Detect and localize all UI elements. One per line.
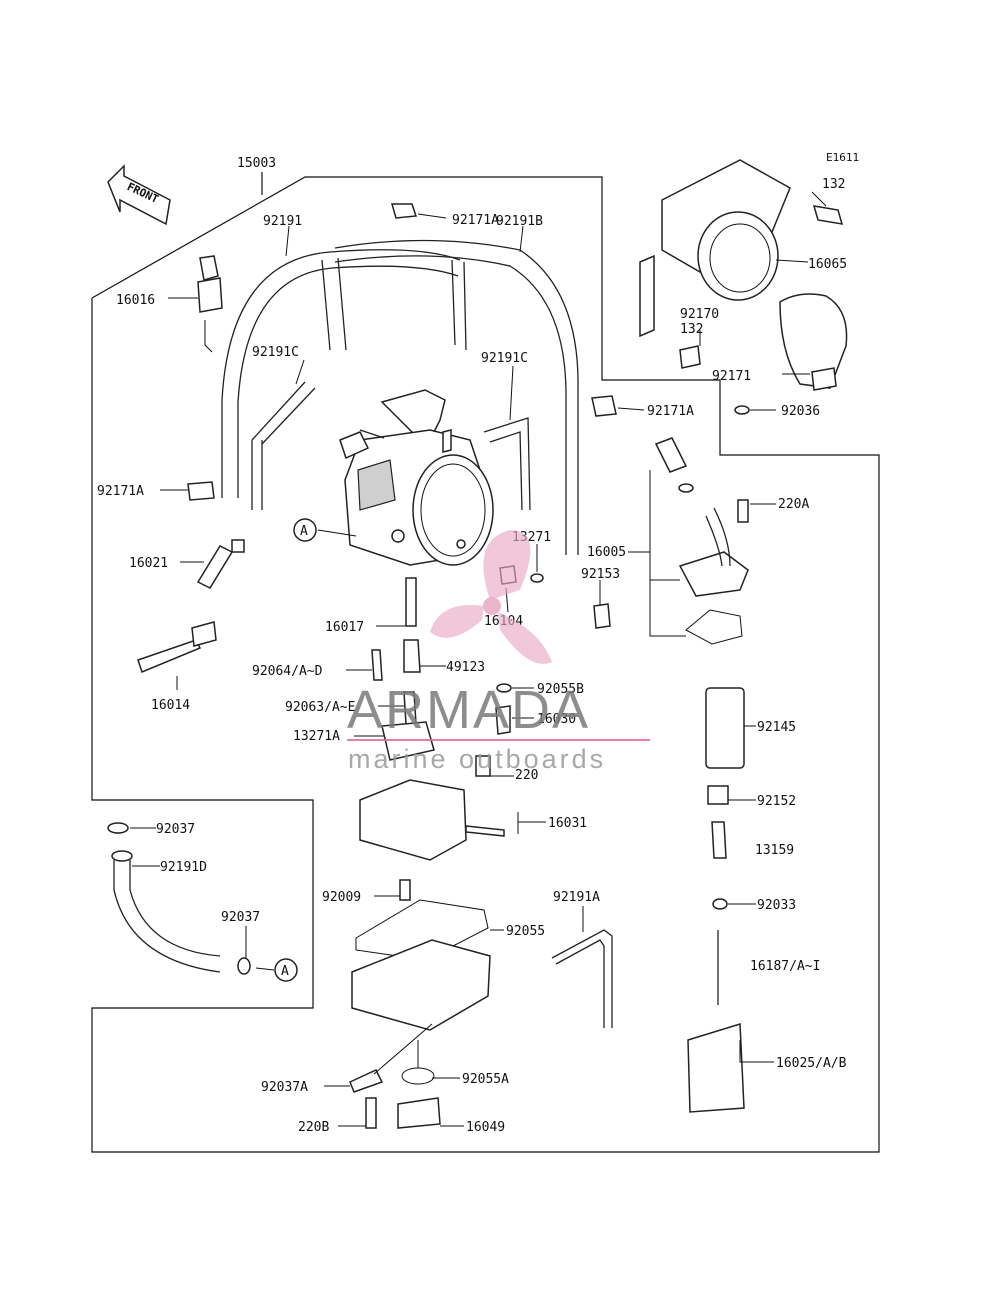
label-16005: 16005 <box>587 545 626 560</box>
label-92191C-right: 92191C <box>481 351 528 366</box>
watermark: ARMADA marine outboards <box>347 530 650 774</box>
label-220B: 220B <box>298 1120 329 1135</box>
propeller-logo-icon <box>430 530 552 664</box>
label-92037-b: 92037 <box>221 910 260 925</box>
svg-text:A: A <box>281 964 289 979</box>
label-92055: 92055 <box>506 924 545 939</box>
label-16014: 16014 <box>151 698 190 713</box>
label-92037-a: 92037 <box>156 822 195 837</box>
label-92191B: 92191B <box>496 214 543 229</box>
front-arrow-icon: FRONT <box>107 164 171 226</box>
label-13271A: 13271A <box>293 729 340 744</box>
label-92191D: 92191D <box>160 860 207 875</box>
label-16016: 16016 <box>116 293 155 308</box>
label-49123: 49123 <box>446 660 485 675</box>
label-92055B: 92055B <box>537 682 584 697</box>
watermark-tagline: marine outboards <box>348 744 606 774</box>
label-16031: 16031 <box>548 816 587 831</box>
label-16030: 16030 <box>537 712 576 727</box>
label-92171: 92171 <box>712 369 751 384</box>
carburetor-body <box>339 389 494 566</box>
label-92037A: 92037A <box>261 1080 308 1095</box>
label-132-mid: 132 <box>680 322 703 337</box>
svg-text:A: A <box>300 524 308 539</box>
label-16049: 16049 <box>466 1120 505 1135</box>
label-92171A-mid: 92171A <box>647 404 694 419</box>
label-92171A-left: 92171A <box>97 484 144 499</box>
part-labels: E1611 15003 92171A 92191 92191B 132 1606… <box>97 151 859 1135</box>
label-92171A-top: 92171A <box>452 213 499 228</box>
label-16187: 16187/A~I <box>750 959 820 974</box>
part-16016 <box>197 255 223 353</box>
frame-lines <box>91 172 880 1153</box>
label-92145: 92145 <box>757 720 796 735</box>
label-220: 220 <box>515 768 538 783</box>
label-92063: 92063/A~E <box>285 700 355 715</box>
label-92191A: 92191A <box>553 890 600 905</box>
label-92152: 92152 <box>757 794 796 809</box>
label-92170: 92170 <box>680 307 719 322</box>
diagram-code: E1611 <box>826 151 859 164</box>
label-132-top: 132 <box>822 177 845 192</box>
label-92064: 92064/A~D <box>252 664 323 679</box>
watermark-brand: ARMADA <box>347 680 590 740</box>
label-16065: 16065 <box>808 257 847 272</box>
clip-92171A-top <box>391 203 418 219</box>
label-92055A: 92055A <box>462 1072 509 1087</box>
clip-92171A-left <box>187 481 215 501</box>
label-220A: 220A <box>778 497 809 512</box>
label-92036: 92036 <box>781 404 820 419</box>
label-16025: 16025/A/B <box>776 1056 847 1071</box>
label-92009: 92009 <box>322 890 361 905</box>
label-92033: 92033 <box>757 898 796 913</box>
label-92153: 92153 <box>581 567 620 582</box>
label-92191C-left: 92191C <box>252 345 299 360</box>
label-16017: 16017 <box>325 620 364 635</box>
part-16005-assembly <box>654 405 750 645</box>
clip-92171A-mid <box>591 395 617 417</box>
hose-92191D <box>107 822 251 975</box>
hose-92191A <box>551 929 613 1028</box>
callout-A-hose: A <box>274 958 298 982</box>
label-16021: 16021 <box>129 556 168 571</box>
part-92171-band <box>779 293 848 391</box>
small-parts <box>137 539 745 1113</box>
part-16065-intake <box>639 159 844 369</box>
label-92191: 92191 <box>263 214 302 229</box>
label-13159: 13159 <box>755 843 794 858</box>
label-15003: 15003 <box>237 156 276 171</box>
float-bowl <box>349 899 491 1129</box>
callout-A-body: A <box>293 518 317 542</box>
